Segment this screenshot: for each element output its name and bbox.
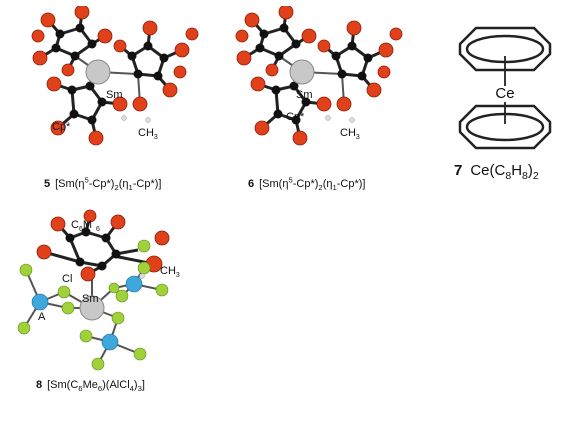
structure-8-caption: 8[Sm(C6Me6)(AlCl4)3] <box>36 379 145 394</box>
structure-6-caption: 6[Sm(η5-Cp*)2(η1-Cp*)] <box>248 175 366 193</box>
structure-8-sm-label: Sm <box>82 293 99 305</box>
structure-5-model: Sm Cp* CH3 <box>31 6 199 146</box>
structure-5-sm-label: Sm <box>106 89 123 101</box>
structure-6-atoms <box>235 6 403 146</box>
structure-6-sm-atom <box>289 59 315 85</box>
structure-5-ch3-label: CH3 <box>138 127 158 141</box>
structure-8-sm-atom <box>79 295 105 321</box>
structure-5-sm-atom <box>85 59 111 85</box>
structure-6-sm-label: Sm <box>296 89 313 101</box>
structure-5-caption: 5[Sm(η5-Cp*)2(η1-Cp*)] <box>44 175 162 193</box>
structure-7-ce-label: Ce <box>495 85 514 102</box>
structure-6-model: Sm Cp* CH3 <box>235 6 403 146</box>
structure-7-sandwich: Ce <box>458 26 552 150</box>
structure-5-number: 5 <box>44 178 51 190</box>
structure-6-number: 6 <box>248 178 255 190</box>
structure-8-al-label: A <box>38 311 46 323</box>
structure-8-atoms <box>17 209 170 371</box>
structure-8-bonds <box>23 215 163 365</box>
structure-8-number: 8 <box>36 379 43 391</box>
structure-8-ch3-label: CH3 <box>160 265 180 279</box>
structure-7-number: 7 <box>454 162 463 179</box>
structure-7-bottom-ring <box>458 104 552 150</box>
structure-5-cp-label: Cp* <box>52 121 71 133</box>
structure-6-ch3-label: CH3 <box>340 127 360 141</box>
structure-5-atoms <box>31 6 199 146</box>
structure-6-cp-label: Cp* <box>286 111 305 123</box>
structure-8-cl-label: Cl <box>62 273 72 285</box>
